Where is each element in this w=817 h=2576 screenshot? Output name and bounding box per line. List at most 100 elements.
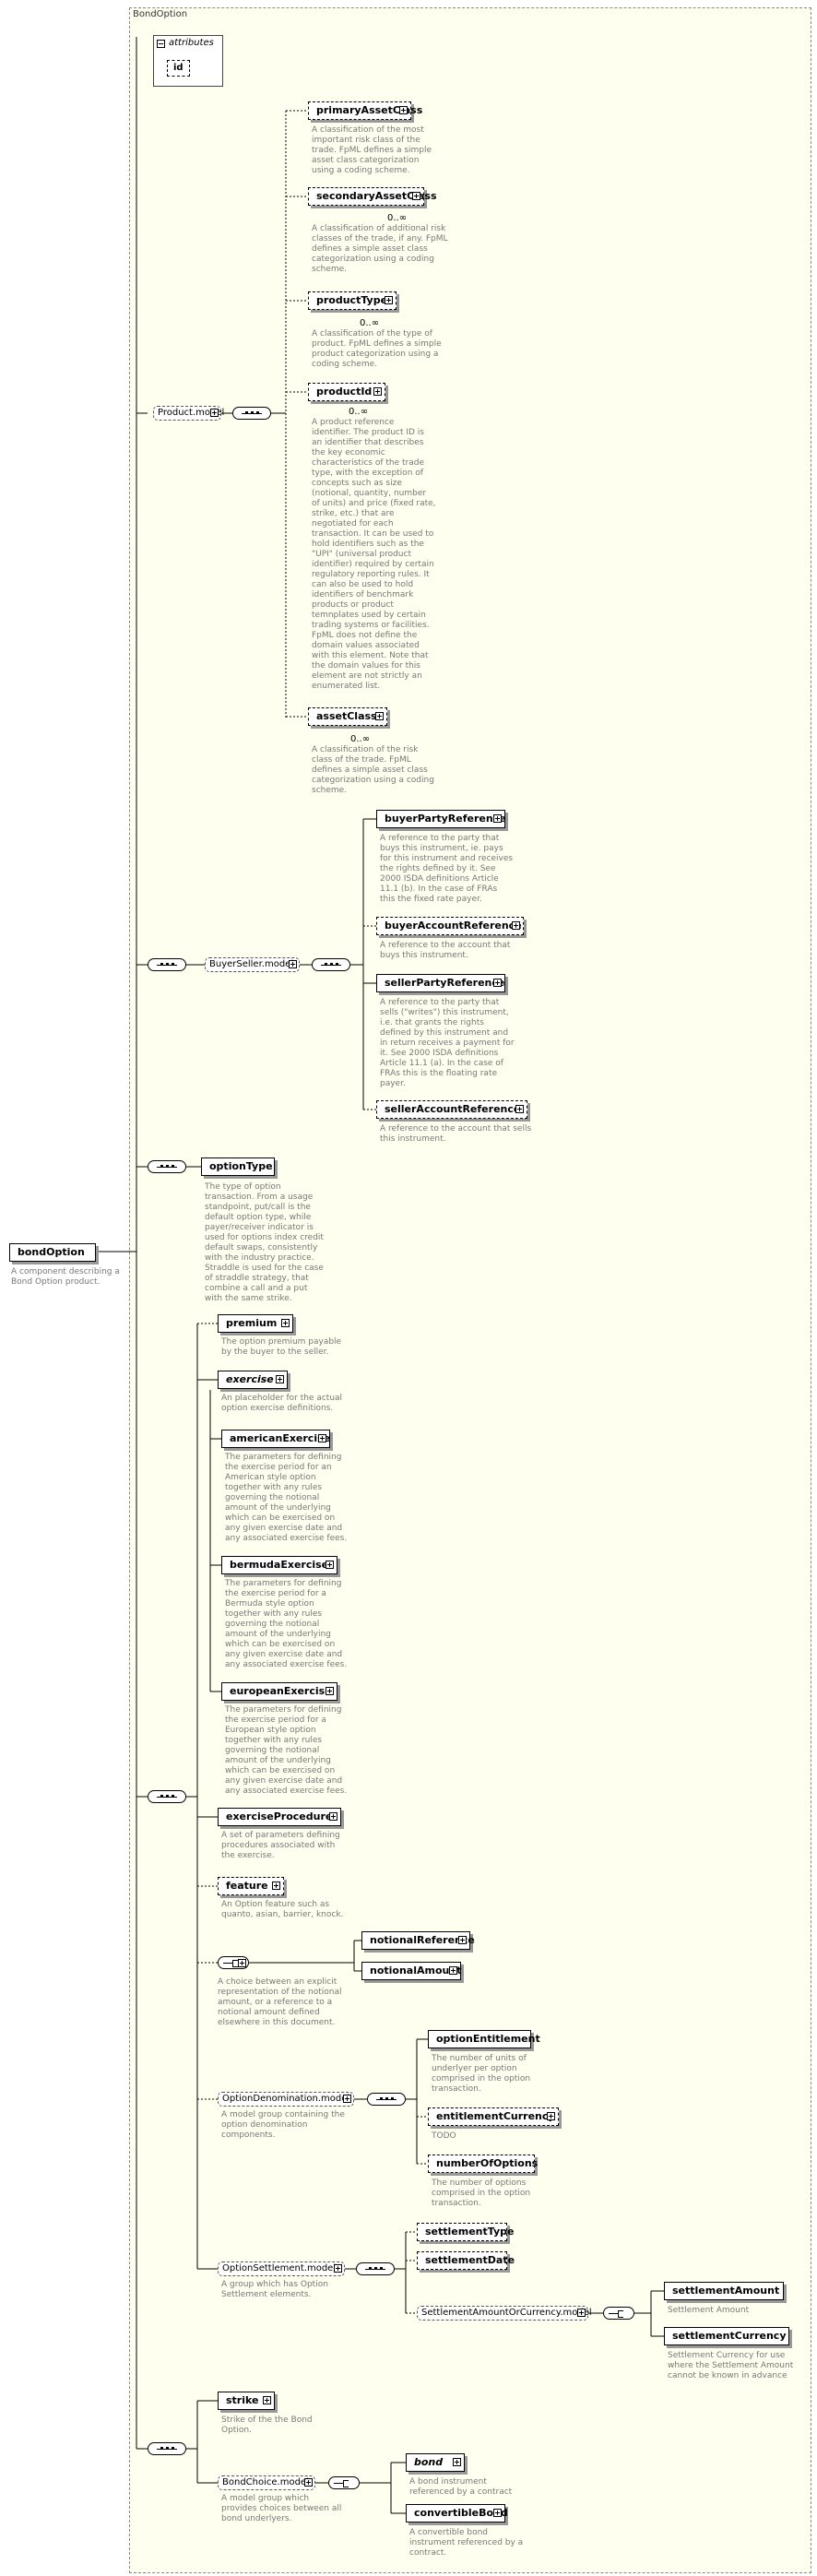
expand-icon[interactable] (276, 1375, 284, 1383)
element-settlement-amount[interactable]: settlementAmount (664, 2282, 784, 2300)
bondoption-group-panel (129, 7, 811, 2573)
sequence-icon (148, 2442, 186, 2455)
group-product-model[interactable]: Product.model (153, 406, 224, 421)
root-element-bondoption[interactable]: bondOption (9, 1243, 96, 1262)
element-bond[interactable]: bond (406, 2453, 465, 2472)
expand-icon[interactable] (385, 296, 393, 304)
element-feature[interactable]: feature (218, 1877, 284, 1895)
element-product-type[interactable]: productType (308, 291, 397, 310)
attributes-box[interactable]: attributes id (153, 35, 223, 87)
expand-icon[interactable] (263, 2396, 271, 2404)
element-european-exercise[interactable]: europeanExercise (221, 1682, 337, 1701)
element-entitlement-currency[interactable]: entitlementCurrency (428, 2107, 559, 2126)
element-seller-party-reference[interactable]: sellerPartyReference (376, 974, 505, 992)
element-strike[interactable]: strike (218, 2392, 275, 2410)
element-product-id[interactable]: productId (308, 383, 385, 401)
cardinality-label: 0..∞ (360, 318, 380, 328)
element-settlement-currency[interactable]: settlementCurrency (664, 2327, 789, 2345)
expand-icon[interactable] (449, 1966, 457, 1975)
expand-icon[interactable] (304, 2478, 313, 2487)
expand-icon[interactable] (412, 192, 420, 200)
element-asset-class[interactable]: assetClass (308, 707, 387, 726)
element-premium[interactable]: premium (218, 1314, 293, 1333)
element-notional-reference[interactable]: notionalReference (361, 1931, 475, 1950)
expand-icon[interactable] (326, 1687, 334, 1695)
expand-icon[interactable] (493, 979, 502, 987)
expand-icon[interactable] (375, 712, 384, 720)
cardinality-label: 0..∞ (349, 407, 369, 417)
element-seller-account-reference[interactable]: sellerAccountReference (376, 1100, 527, 1119)
expand-icon[interactable] (458, 1936, 467, 1944)
group-option-denomination-model[interactable]: OptionDenomination.model (218, 2092, 354, 2107)
sequence-icon (356, 2262, 395, 2275)
expand-icon[interactable] (281, 1319, 290, 1327)
element-settlement-type[interactable]: settlementType (417, 2223, 514, 2241)
group-bond-choice-model[interactable]: BondChoice.model (218, 2475, 315, 2490)
expand-icon[interactable] (577, 2309, 586, 2317)
expand-icon[interactable] (326, 1561, 334, 1569)
sequence-icon (367, 2093, 406, 2106)
group-buyer-seller-model[interactable]: BuyerSeller.model (205, 957, 300, 972)
expand-icon[interactable] (515, 1105, 524, 1113)
element-option-type[interactable]: optionType (201, 1157, 275, 1176)
expand-icon[interactable] (210, 409, 219, 417)
expand-icon[interactable] (318, 1434, 326, 1442)
expand-icon[interactable] (343, 2095, 351, 2103)
expand-icon[interactable] (373, 387, 382, 396)
choice-icon (328, 2476, 360, 2489)
element-number-of-options[interactable]: numberOfOptions (428, 2155, 538, 2173)
group-settlement-amount-or-currency-model[interactable]: SettlementAmountOrCurrency.model (417, 2306, 592, 2321)
expand-icon[interactable] (547, 2112, 555, 2120)
cardinality-label: 0..∞ (350, 734, 371, 744)
choice-icon (603, 2307, 634, 2320)
element-notional-amount[interactable]: notionalAmount (361, 1962, 461, 1980)
element-exercise[interactable]: exercise (218, 1371, 288, 1389)
expand-icon[interactable] (289, 960, 297, 968)
element-american-exercise[interactable]: americanExercise (221, 1430, 330, 1448)
attribute-id[interactable]: id (167, 60, 190, 77)
attributes-label: attributes (169, 38, 214, 48)
expand-icon[interactable] (493, 2509, 502, 2517)
element-bermuda-exercise[interactable]: bermudaExercise (221, 1556, 337, 1574)
element-secondary-asset-class[interactable]: secondaryAssetClass (308, 187, 437, 206)
element-buyer-party-reference[interactable]: buyerPartyReference (376, 810, 506, 828)
element-convertible-bond[interactable]: convertibleBond (406, 2504, 508, 2523)
group-option-settlement-model[interactable]: OptionSettlement.model (218, 2261, 345, 2276)
expand-icon[interactable] (512, 921, 520, 930)
expand-icon[interactable] (453, 2458, 461, 2466)
expand-icon[interactable] (493, 814, 502, 823)
expand-icon[interactable] (272, 1882, 280, 1890)
expand-icon[interactable] (238, 1959, 246, 1967)
collapse-icon[interactable] (157, 40, 165, 48)
element-primary-asset-class[interactable]: primaryAssetClass (308, 101, 422, 120)
expand-icon[interactable] (334, 2264, 342, 2273)
expand-icon[interactable] (399, 106, 408, 114)
element-settlement-date[interactable]: settlementDate (417, 2251, 515, 2270)
element-buyer-account-reference[interactable]: buyerAccountReference (376, 917, 524, 935)
group-title: BondOption (133, 9, 188, 19)
expand-icon[interactable] (329, 1812, 337, 1821)
element-exercise-procedure[interactable]: exerciseProcedure (218, 1808, 341, 1826)
element-option-entitlement[interactable]: optionEntitlement (428, 2030, 540, 2048)
sequence-icon (148, 1790, 186, 1803)
